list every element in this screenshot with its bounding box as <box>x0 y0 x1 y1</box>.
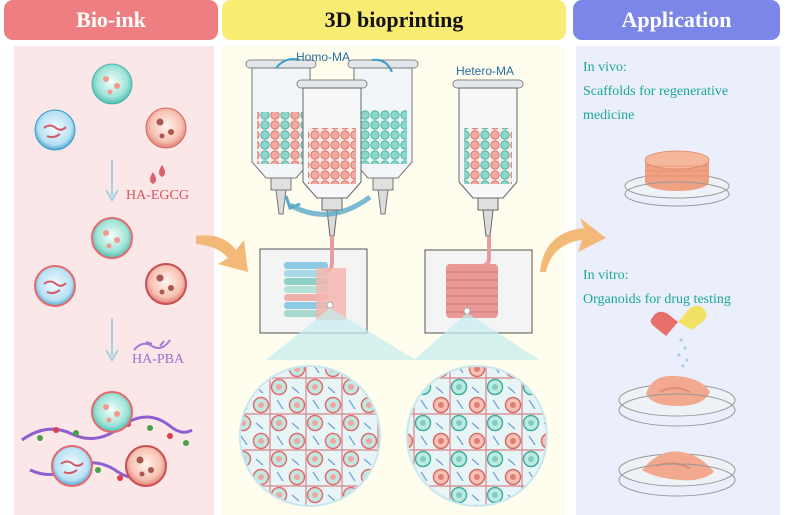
arrow-to-application <box>540 218 606 272</box>
zoom-circle-hetero <box>406 365 548 507</box>
organoid-dish-1 <box>618 375 736 427</box>
rotate-arrows-icon <box>275 58 393 217</box>
bioink-header: Bio-ink <box>4 0 218 40</box>
syringe-teal-left <box>245 59 317 215</box>
bioprinting-header: 3D bioprinting <box>222 0 566 40</box>
invitro-line1: Organoids for drug testing <box>583 292 731 307</box>
invivo-line2: medicine <box>583 108 635 123</box>
hetero-ma-label: Hetero-MA <box>456 64 515 78</box>
pba-chain-icon <box>133 339 171 351</box>
microgel-blue-left <box>34 109 76 151</box>
zoom-circle-homo <box>239 365 381 507</box>
syringe-pink-center <box>296 79 368 237</box>
microgel-pink-mid <box>145 263 187 305</box>
microgel-teal-bottom <box>91 391 133 433</box>
scaffold-dish <box>624 150 730 207</box>
homo-ma-label: Homo-MA <box>296 50 351 64</box>
microgel-teal-top <box>91 63 133 105</box>
print-bed-hetero <box>424 236 533 334</box>
application-panel <box>576 46 780 515</box>
zoom-beam-homo <box>266 308 416 360</box>
microgel-pink-right <box>145 107 187 149</box>
ha-pba-label: HA-PBA <box>132 352 185 367</box>
microgel-pink-bottom <box>125 445 167 487</box>
invitro-title: In vitro: <box>583 268 629 283</box>
syringe-teal-right <box>347 59 419 215</box>
organoid-dish-2 <box>618 451 736 497</box>
egcg-drop-icon <box>150 165 165 184</box>
microgel-blue-bottom <box>51 445 93 487</box>
invivo-title: In vivo: <box>583 60 627 75</box>
drug-capsule-icon <box>650 305 707 368</box>
zoom-beam-hetero <box>414 313 540 360</box>
application-header: Application <box>573 0 780 40</box>
ha-egcg-label: HA-EGCG <box>126 188 189 203</box>
microgel-blue-mid <box>34 265 76 307</box>
syringe-hetero <box>452 79 524 237</box>
invivo-line1: Scaffolds for regenerative <box>583 84 729 99</box>
print-bed-homo <box>259 236 368 334</box>
microgel-teal-mid <box>91 217 133 259</box>
arrow-to-printing <box>196 235 248 272</box>
